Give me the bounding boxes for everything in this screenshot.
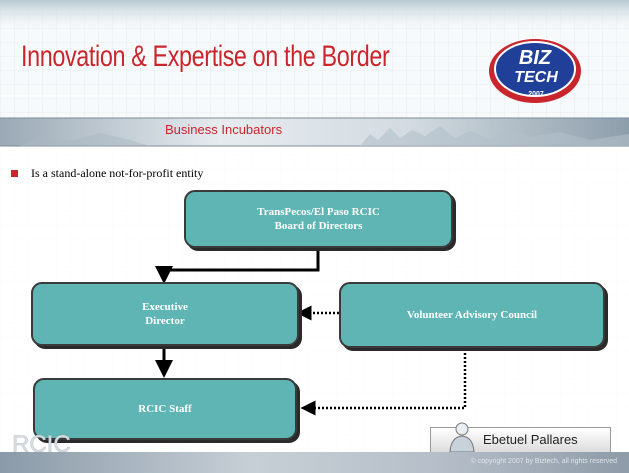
- badge-line2: TECH: [514, 69, 558, 86]
- section-title: Business Incubators: [165, 122, 283, 137]
- staff-label: RCIC Staff: [138, 403, 192, 415]
- executive-line1: Executive: [142, 301, 188, 313]
- node-volunteer-advisory-council: Volunteer Advisory Council: [339, 282, 605, 348]
- bullet-text: Is a stand-alone not-for-profit entity: [31, 166, 204, 180]
- advisory-label: Volunteer Advisory Council: [406, 309, 538, 321]
- node-rcic-staff: RCIC Staff: [33, 378, 297, 440]
- presenter-tag: Ebetuel Pallares: [430, 422, 611, 453]
- connector-advisory-staff: [300, 349, 467, 416]
- badge-line1: BIZ: [519, 47, 552, 69]
- presenter-name: Ebetuel Pallares: [483, 432, 578, 447]
- node-board-of-directors: TransPecos/El Paso RCIC Board of Directo…: [184, 190, 453, 248]
- person-icon: [449, 422, 475, 452]
- header-title: Innovation & Expertise on the Border: [21, 40, 390, 73]
- board-line1: TransPecos/El Paso RCIC: [257, 206, 380, 218]
- connector-board-executive: [155, 249, 320, 284]
- footer-copyright: © copyright 2007 by Biztech, all rights …: [470, 458, 617, 465]
- executive-line2: Director: [145, 315, 185, 327]
- board-line2: Board of Directors: [274, 220, 363, 232]
- footer-bar: © copyright 2007 by Biztech, all rights …: [0, 452, 629, 473]
- biztech-badge-icon: BIZ TECH 2007: [489, 39, 581, 103]
- badge-year: 2007: [528, 91, 544, 98]
- bullet-item: Is a stand-alone not-for-profit entity: [11, 166, 203, 181]
- node-executive-director: Executive Director: [31, 282, 299, 346]
- bullet-square-icon: [11, 170, 18, 177]
